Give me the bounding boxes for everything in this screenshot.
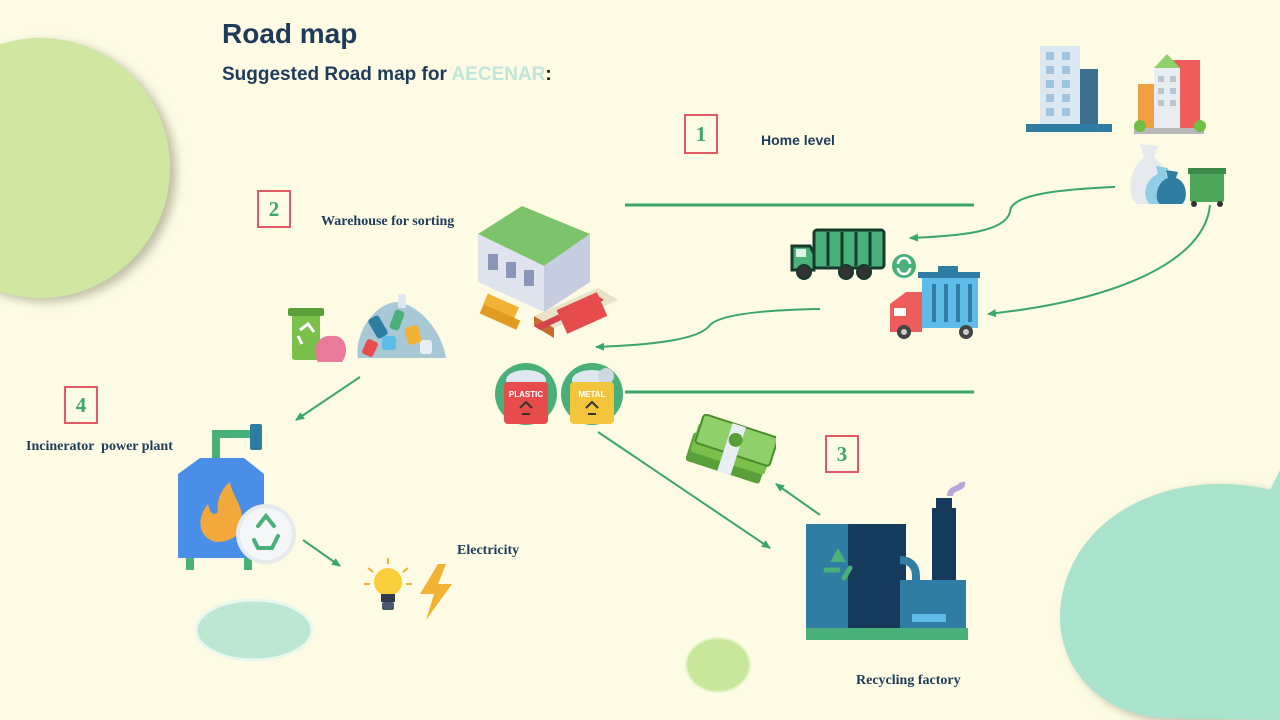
- step-number-2: 2: [257, 190, 291, 228]
- plastic-bin-label: PLASTIC: [509, 390, 543, 399]
- metal-bin-label: METAL: [579, 390, 606, 399]
- step-label-warehouse: Warehouse for sorting: [321, 214, 455, 229]
- garbage-truck-icon: [790, 228, 886, 280]
- trash-bags-icon: [1130, 144, 1226, 207]
- step-number-1: 1: [684, 114, 718, 154]
- page-subtitle: Suggested Road map for AECENAR:: [222, 64, 552, 86]
- step-label-incinerator: Incinerator power plant: [26, 439, 173, 454]
- arrow-waste-to-incinerator: [295, 376, 361, 421]
- green-bubble-blob: [685, 637, 751, 693]
- arrow-bags-to-recycle-truck: [987, 204, 1211, 318]
- arrow-incinerator-to-electricity: [302, 539, 341, 567]
- subtitle-brand: AECENAR: [451, 64, 546, 85]
- recycle-truck-icon: [890, 254, 980, 339]
- step-number-3: 3: [825, 435, 859, 473]
- page-title: Road map: [222, 18, 358, 49]
- subtitle-prefix: Suggested Road map for: [222, 64, 452, 85]
- mint-ellipse-blob: [194, 598, 314, 662]
- buildings-icon: [1026, 46, 1206, 134]
- plastic-bin-icon: PLASTIC: [495, 363, 557, 425]
- metal-bin-icon: METAL: [561, 363, 623, 425]
- arrow-factory-to-money: [775, 483, 821, 516]
- mint-drop-blob: [1060, 470, 1280, 720]
- warehouse-icon: [478, 206, 618, 338]
- money-icon: [686, 414, 776, 484]
- incinerator-icon: [178, 424, 296, 570]
- step-label-recycling-factory: Recycling factory: [856, 673, 961, 688]
- step-number-4: 4: [64, 386, 98, 424]
- lightning-icon: [420, 564, 452, 620]
- arrow-truck-to-warehouse: [595, 308, 821, 351]
- arrow-bins-to-factory: [597, 431, 771, 549]
- factory-icon: [806, 481, 968, 640]
- arrow-bags-to-truck: [909, 186, 1116, 242]
- electricity-label: Electricity: [457, 543, 520, 558]
- green-circle-blob: [0, 38, 170, 298]
- subtitle-suffix: :: [545, 64, 552, 85]
- step-label-home-level: Home level: [761, 132, 835, 148]
- light-bulb-icon: [364, 558, 412, 610]
- waste-pile-icon: [288, 294, 446, 362]
